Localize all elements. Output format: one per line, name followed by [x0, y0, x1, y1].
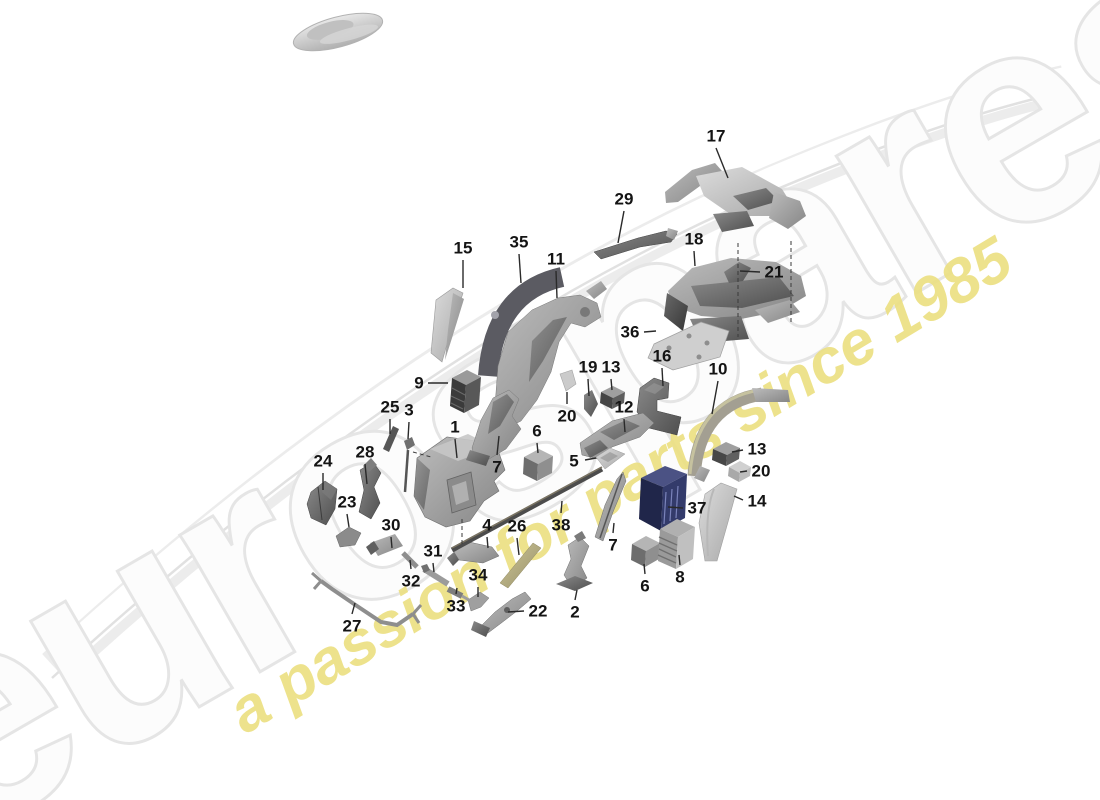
leader-21	[739, 270, 761, 273]
part-24-shape	[306, 480, 338, 526]
leader-13a	[610, 378, 613, 391]
part-13a-shape	[600, 386, 625, 409]
part-10-shape	[687, 387, 790, 482]
leader-11	[555, 270, 558, 299]
part-20b-shape	[728, 461, 751, 482]
leader-4	[486, 536, 489, 549]
part-15-shape	[430, 287, 464, 363]
leader-23	[346, 513, 350, 528]
part-5-shape	[595, 447, 626, 470]
part-37-shape	[639, 466, 687, 531]
leader-37	[667, 506, 684, 509]
leader-8	[678, 554, 681, 566]
leader-7a	[496, 435, 500, 456]
part-35-shape	[478, 267, 565, 377]
part-20a-shape	[559, 369, 577, 392]
leader-33	[455, 587, 458, 595]
part-12-shape	[579, 412, 655, 460]
dashed-line-3	[412, 451, 432, 458]
leader-1	[454, 438, 458, 459]
leader-35	[518, 253, 522, 284]
part-3-shape	[403, 437, 415, 493]
part-14-shape	[698, 482, 738, 562]
leader-27	[351, 602, 356, 615]
part-26-shape	[499, 542, 542, 589]
leader-22	[507, 610, 525, 613]
leader-13b	[731, 449, 744, 453]
alignment-dashed-lines	[412, 241, 792, 546]
leader-32	[409, 559, 412, 570]
leader-16	[661, 367, 664, 387]
part-19-shape	[584, 390, 598, 417]
part-30-shape	[366, 534, 403, 556]
part-7a-shape	[466, 389, 522, 466]
leader-18	[693, 250, 696, 267]
leader-26	[516, 537, 520, 556]
leader-36	[643, 330, 657, 333]
leader-29	[617, 210, 625, 244]
leader-28	[364, 463, 368, 485]
leader-30	[390, 536, 393, 549]
car-silhouette	[292, 12, 384, 52]
leader-5	[584, 457, 597, 461]
part-13b-shape	[712, 442, 740, 466]
leader-12	[623, 418, 626, 433]
leader-14	[733, 495, 744, 501]
leader-19	[587, 378, 590, 397]
leader-lines	[322, 147, 761, 615]
part-23-shape	[335, 526, 362, 548]
part-8-shape	[657, 519, 695, 569]
part-18-shape	[664, 258, 806, 343]
part-6a-shape	[523, 449, 553, 481]
leader-17	[715, 147, 729, 179]
part-25-shape	[383, 426, 399, 452]
leader-3	[407, 421, 410, 440]
leader-38	[560, 500, 563, 514]
leader-31	[432, 562, 435, 573]
part-9-shape	[450, 370, 481, 413]
leader-10	[711, 380, 719, 415]
part-36-shape	[647, 321, 730, 371]
leader-2	[574, 589, 578, 601]
part-27-shape	[311, 571, 423, 628]
leader-6b	[643, 563, 646, 575]
part-29-shape	[593, 228, 678, 260]
part-7b-shape	[594, 471, 627, 542]
part-38-shape	[450, 466, 604, 553]
part-6b-shape	[631, 536, 660, 567]
leader-7b	[612, 522, 615, 534]
leader-6a	[536, 442, 539, 454]
part-33-shape	[446, 586, 470, 602]
part-28-shape	[358, 458, 382, 520]
part-17-shape	[665, 163, 806, 232]
leader-20b	[739, 470, 748, 473]
part-31-shape	[421, 564, 450, 587]
part-2-shape	[556, 531, 593, 591]
